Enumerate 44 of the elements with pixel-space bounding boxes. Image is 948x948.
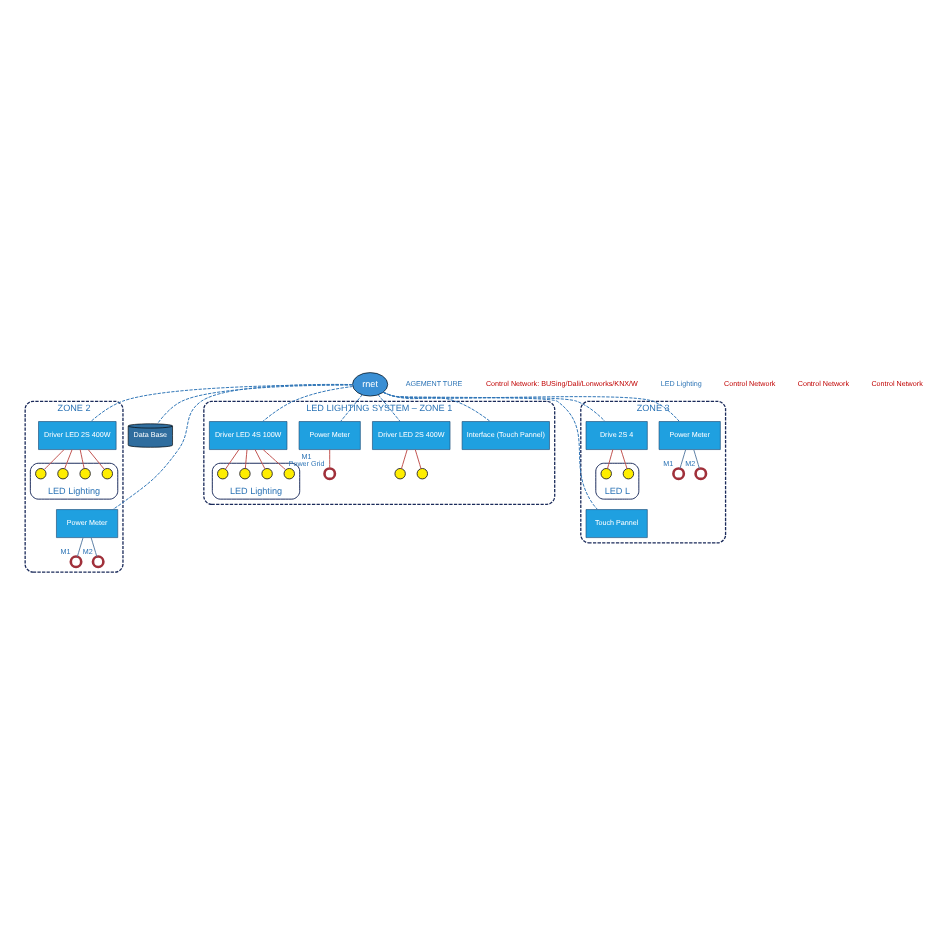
connector	[382, 390, 598, 509]
connector	[254, 448, 266, 469]
connector	[382, 390, 606, 421]
node-circle	[69, 554, 83, 568]
connector	[377, 393, 401, 421]
connector	[329, 448, 331, 468]
connector	[244, 448, 248, 468]
node-circle	[694, 466, 708, 480]
node-circle	[217, 467, 229, 479]
connector	[43, 448, 65, 469]
connector	[693, 448, 700, 469]
connector	[79, 448, 85, 468]
node-circle	[323, 466, 337, 480]
connector	[679, 448, 687, 469]
connector	[383, 390, 491, 421]
node-circle	[91, 554, 105, 568]
connector	[64, 448, 73, 469]
connector	[382, 390, 680, 421]
connector	[76, 536, 84, 557]
connector	[156, 383, 353, 424]
node-circle	[622, 467, 635, 479]
connector	[262, 448, 287, 470]
connector	[401, 448, 408, 469]
connector	[224, 448, 240, 469]
connector	[414, 448, 422, 469]
connector	[620, 448, 628, 469]
node-circle	[394, 467, 406, 479]
node-circle	[672, 466, 686, 480]
node-circle	[239, 467, 251, 479]
node-circle	[261, 467, 273, 479]
connector	[87, 448, 105, 469]
node-circle	[283, 467, 295, 479]
node-circle	[416, 467, 428, 479]
node-circle	[79, 467, 91, 479]
connector	[112, 382, 353, 509]
connector	[262, 385, 354, 421]
node-circle	[600, 467, 612, 479]
node-circle	[57, 467, 69, 479]
connector	[90, 536, 98, 557]
connector	[607, 448, 614, 469]
node-circle	[35, 467, 47, 479]
connector	[340, 393, 363, 421]
node-circle	[101, 467, 113, 479]
connector	[90, 383, 353, 421]
